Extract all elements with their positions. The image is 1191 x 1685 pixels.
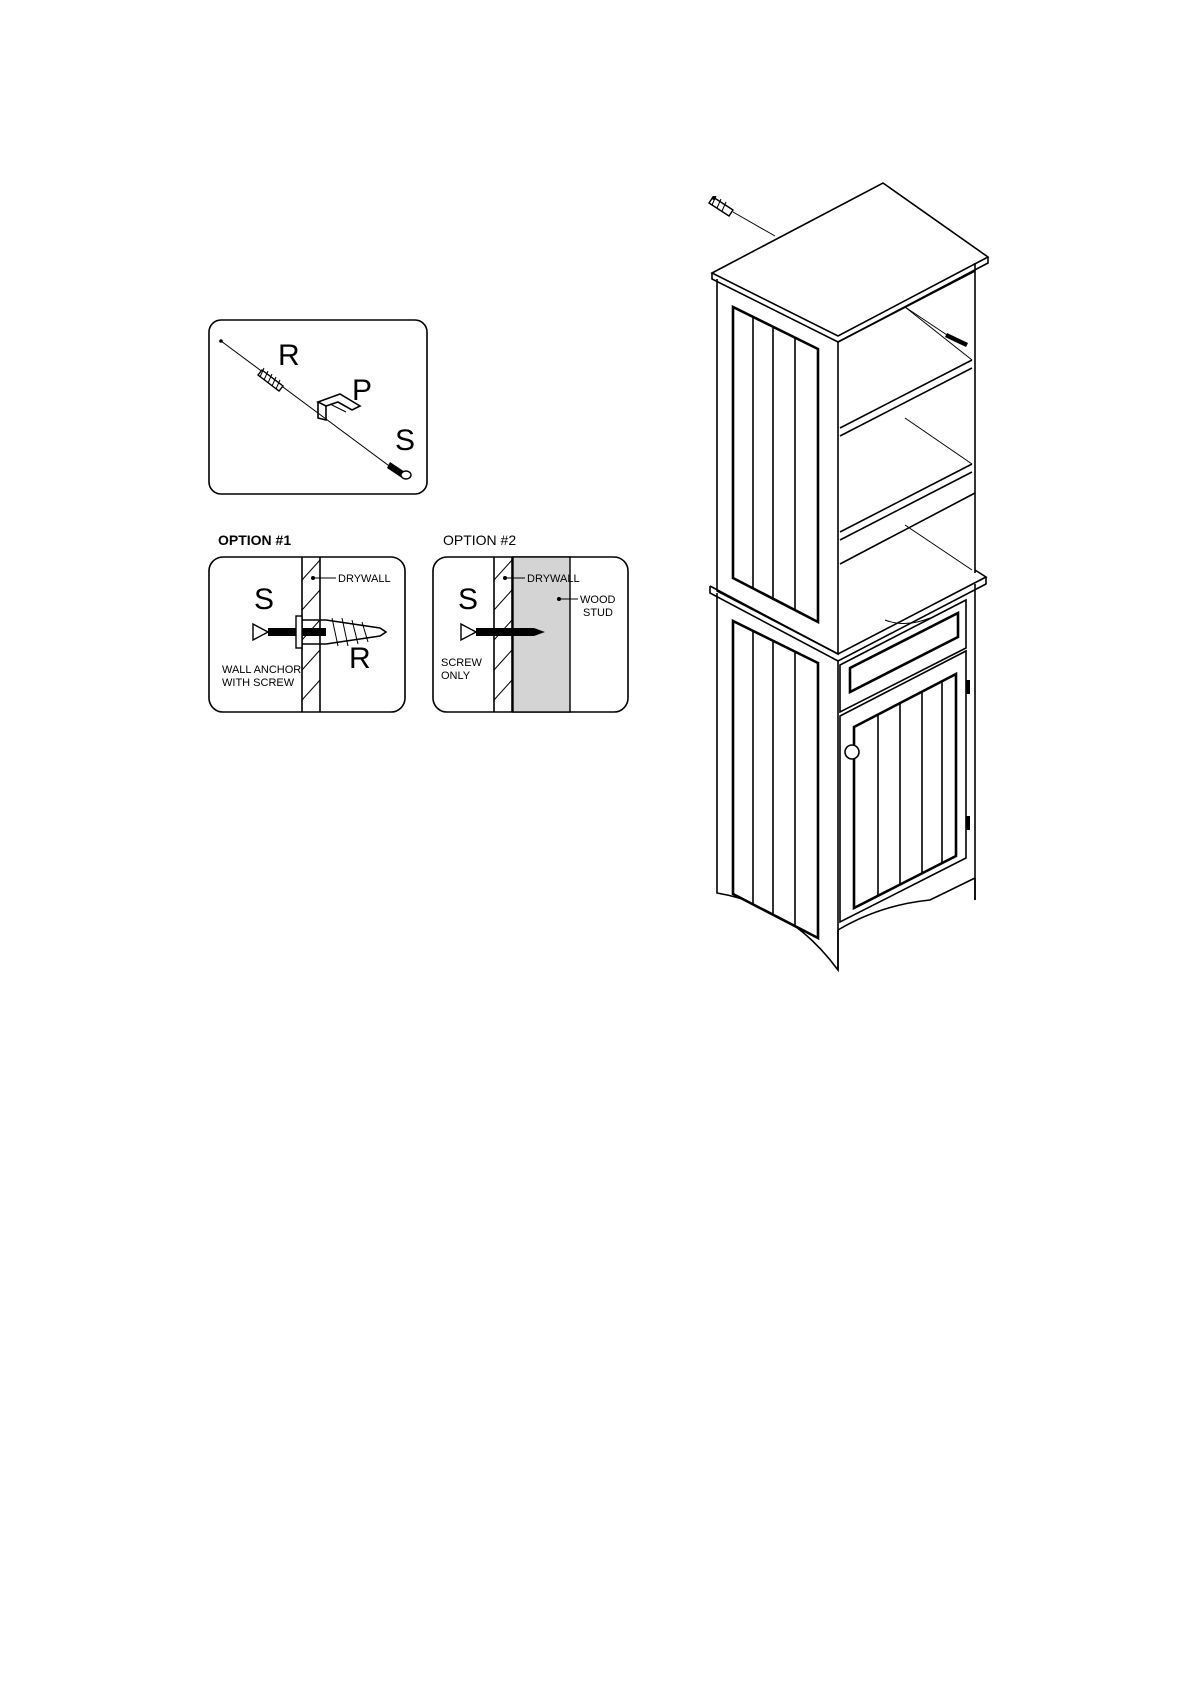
cabinet-wall-anchor-icon (709, 196, 733, 216)
option-1-label-r: R (349, 642, 371, 675)
option-2-title: OPTION #2 (443, 532, 516, 548)
option-2-caption-line-2: ONLY (441, 670, 471, 682)
option-1-caption-line-1: WALL ANCHOR (222, 664, 301, 676)
option-2-panel: OPTION #2 DRYWALL WOOD STUD S SCREW ONLY (433, 532, 628, 712)
shelf-1 (840, 360, 972, 428)
detail-label-s: S (395, 424, 415, 457)
shelf-2 (840, 464, 972, 532)
door-panel (854, 674, 956, 908)
option-2-stud-label-line-2: STUD (583, 607, 613, 619)
door-knob-icon (845, 745, 859, 759)
option-2-drywall-label: DRYWALL (527, 573, 580, 585)
option-1-panel: OPTION #1 DRYWALL S R WALL AN (209, 532, 405, 712)
option-2-label-s: S (458, 583, 478, 616)
lower-side-panel (733, 621, 818, 938)
hardware-detail-box: R P S (209, 320, 427, 494)
option-1-drywall-label: DRYWALL (338, 573, 391, 585)
hinge-bottom-icon (966, 816, 970, 830)
detail-axis-end (219, 339, 223, 343)
detail-label-r: R (278, 339, 300, 372)
cabinet-screw-icon (945, 333, 968, 347)
cabinet-illustration (709, 183, 988, 970)
detail-label-p: P (352, 374, 372, 407)
upper-side-panel (733, 307, 818, 622)
option-1-caption-line-2: WITH SCREW (222, 677, 295, 689)
option-2-stud-label-line-1: WOOD (580, 594, 615, 606)
hinge-top-icon (966, 680, 970, 694)
option-1-label-s: S (254, 583, 274, 616)
option-2-caption-line-1: SCREW (441, 657, 483, 669)
cabinet-top (712, 183, 988, 336)
option-1-title: OPTION #1 (218, 532, 291, 548)
